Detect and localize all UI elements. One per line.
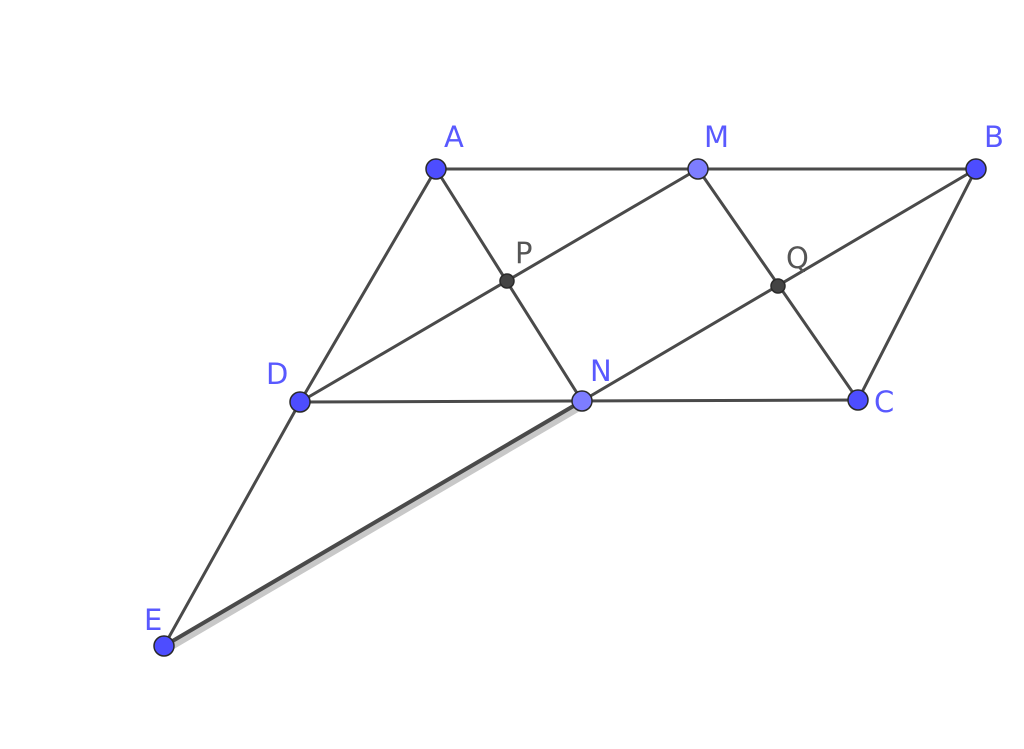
point-label-Q: Q [786,241,809,275]
point-label-A: A [444,120,464,154]
point-M[interactable] [687,158,709,180]
segment-DM[interactable] [298,167,700,404]
point-D[interactable] [289,391,311,413]
labels-layer: A M B D N C P Q E [144,120,1004,637]
point-label-C: C [874,385,894,419]
point-P[interactable] [499,273,515,289]
point-label-D: D [266,357,288,391]
segment-EN[interactable] [162,399,584,648]
point-B[interactable] [965,158,987,180]
segment-BC[interactable] [856,167,978,402]
point-label-P: P [515,236,533,270]
point-label-E: E [144,603,162,637]
segment-DE[interactable] [162,400,302,648]
segment-AD[interactable] [298,167,438,404]
segment-EN-highlight [162,400,588,653]
point-label-B: B [984,120,1004,154]
point-label-N: N [590,354,612,388]
points-layer [153,158,987,657]
point-label-M: M [704,120,729,154]
point-E[interactable] [153,635,175,657]
point-C[interactable] [847,389,869,411]
point-A[interactable] [425,158,447,180]
point-Q[interactable] [770,278,786,294]
point-N[interactable] [571,390,593,412]
